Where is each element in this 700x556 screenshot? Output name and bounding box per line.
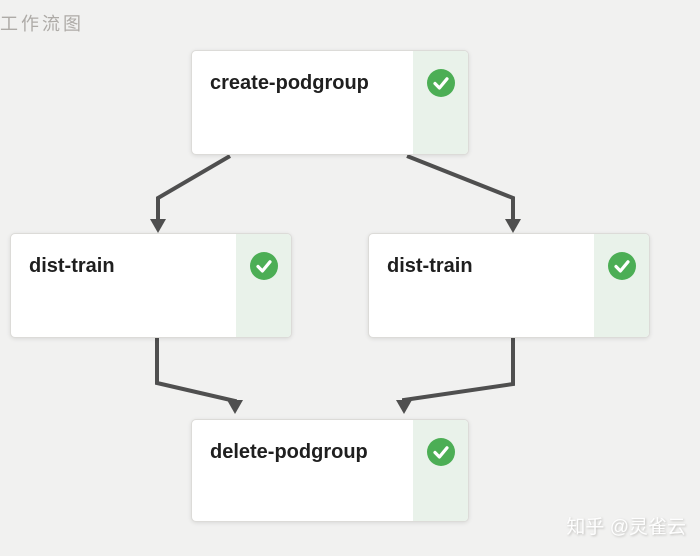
arrowhead-icon xyxy=(150,219,166,233)
edge-create-to-dist-right xyxy=(406,154,515,221)
edge-create-to-dist-left xyxy=(156,154,232,221)
workflow-node-dist-train-left[interactable]: dist-train xyxy=(10,233,292,338)
node-status-strip xyxy=(236,234,291,337)
node-label: dist-train xyxy=(387,255,473,277)
check-circle-icon xyxy=(426,69,455,97)
node-status-strip xyxy=(413,420,468,521)
edge-dist-left-to-delete xyxy=(155,338,237,403)
check-circle-icon xyxy=(249,252,278,280)
arrowhead-icon xyxy=(505,219,521,233)
workflow-node-delete-podgroup[interactable]: delete-podgroup xyxy=(191,419,469,522)
node-status-strip xyxy=(413,51,468,154)
arrowhead-icon xyxy=(396,400,412,414)
node-label: dist-train xyxy=(29,255,115,277)
node-label: create-podgroup xyxy=(210,72,369,94)
page-title: 工作流图 xyxy=(0,14,84,34)
watermark: 知乎 @灵雀云 xyxy=(566,517,686,538)
workflow-node-dist-train-right[interactable]: dist-train xyxy=(368,233,650,338)
workflow-node-create-podgroup[interactable]: create-podgroup xyxy=(191,50,469,155)
node-status-strip xyxy=(594,234,649,337)
arrowhead-icon xyxy=(227,400,243,414)
edge-dist-right-to-delete xyxy=(402,338,515,402)
check-circle-icon xyxy=(607,252,636,280)
node-label: delete-podgroup xyxy=(210,441,368,463)
check-circle-icon xyxy=(426,438,455,466)
